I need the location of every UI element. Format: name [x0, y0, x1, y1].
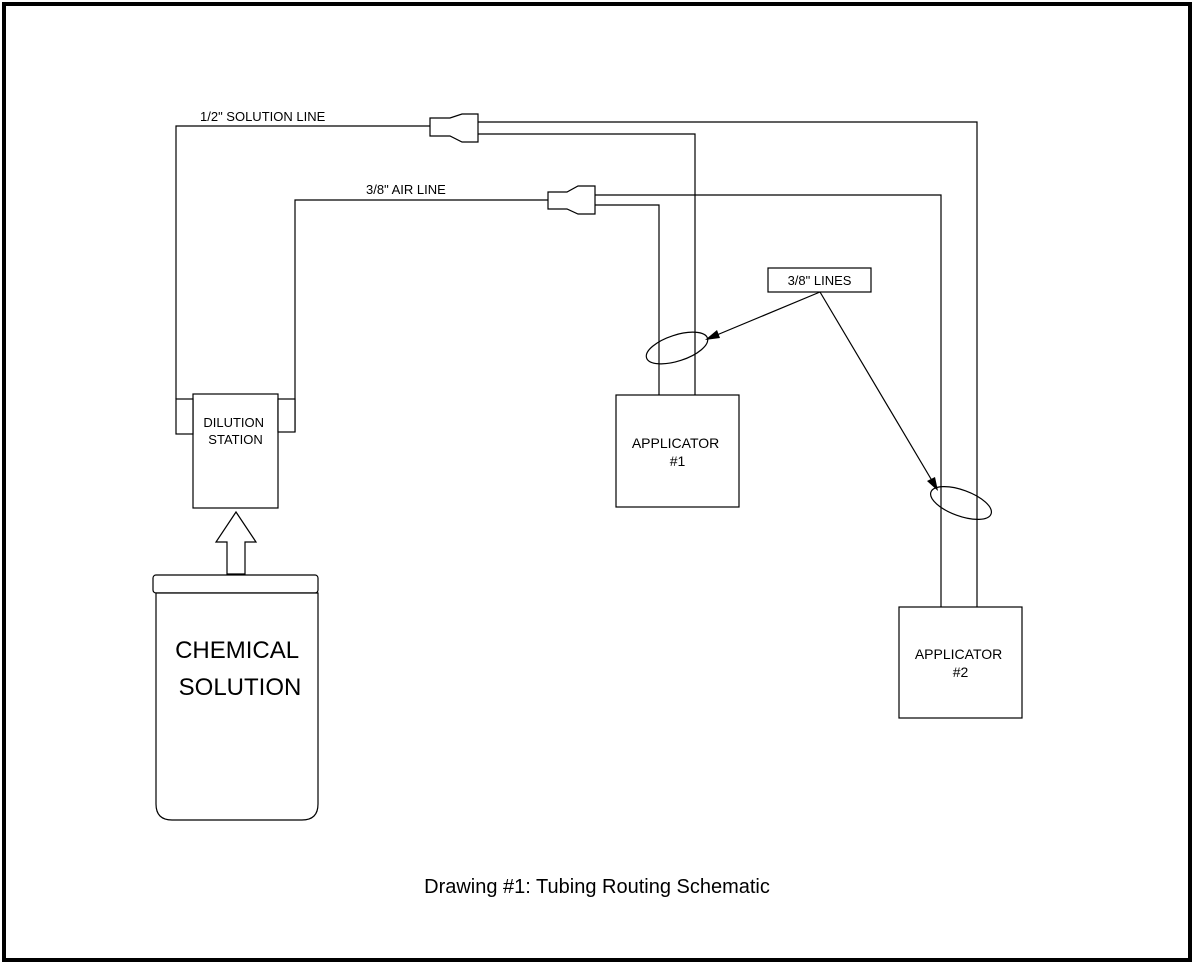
applicator-1 [615, 394, 740, 508]
air-line-connector [547, 185, 596, 215]
callout-leader-1 [711, 291, 821, 338]
dilution-station-label: DILUTION STATION [203, 415, 267, 447]
chemical-solution-label: CHEMICAL SOLUTION [175, 637, 305, 701]
solution-line-to-applicator-2 [478, 121, 978, 607]
line-bundle-ellipse-1 [645, 331, 709, 365]
chemical-solution-container [155, 592, 319, 821]
container-lid [152, 574, 319, 594]
dilution-air-port [277, 398, 296, 433]
callout-leader-2 [819, 291, 935, 485]
solution-line-label: 1/2" SOLUTION LINE [200, 109, 326, 124]
line-bundle-ellipse-2 [930, 485, 992, 521]
lines-callout-label: 3/8" LINES [788, 273, 852, 288]
dilution-solution-port [175, 398, 194, 435]
applicator-1-label: APPLICATOR #1 [632, 435, 723, 469]
solution-line-to-applicator-1 [478, 133, 696, 395]
air-line-to-applicator-2 [595, 194, 942, 607]
air-line-to-connector [294, 199, 548, 432]
feed-arrow-icon [214, 510, 258, 575]
drawing-caption: Drawing #1: Tubing Routing Schematic [424, 876, 770, 898]
solution-line-to-connector [175, 125, 430, 399]
applicator-2-label: APPLICATOR #2 [915, 646, 1006, 680]
dilution-station [192, 393, 279, 509]
air-line-to-applicator-1 [595, 204, 660, 395]
solution-line-connector [429, 113, 479, 143]
callout-arrowhead-2 [927, 477, 938, 491]
applicator-2 [898, 606, 1023, 719]
callout-arrowhead-1 [705, 330, 720, 340]
air-line-label: 3/8" AIR LINE [366, 182, 446, 197]
